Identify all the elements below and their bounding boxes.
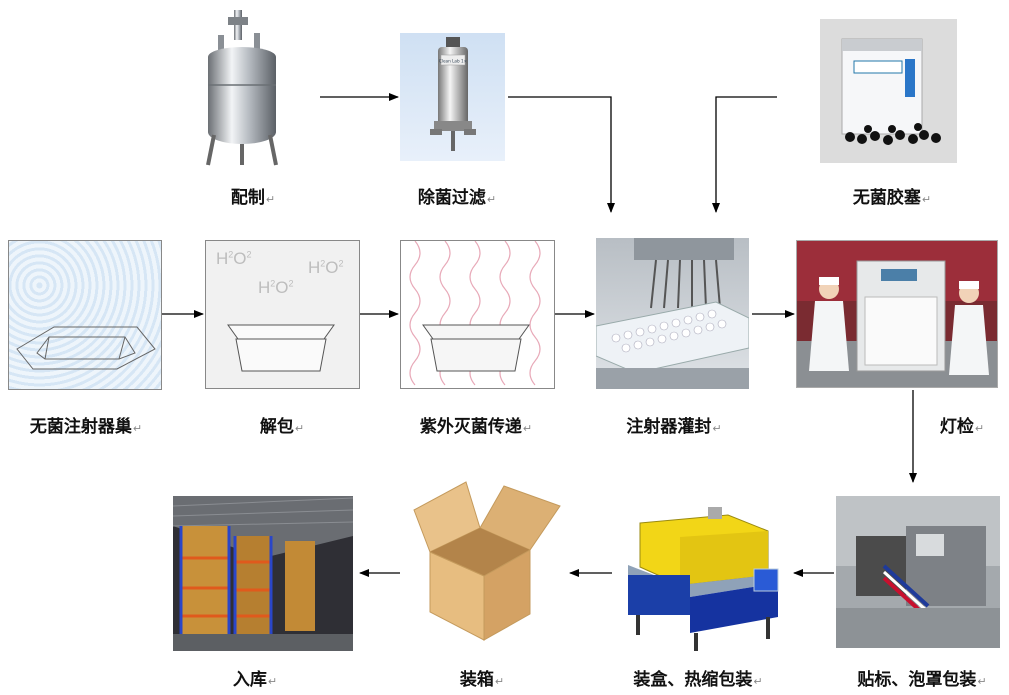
label-tiebiao: 贴标、泡罩包装↵	[857, 670, 987, 690]
sterile-filter-picture: Clean Lab 1×	[400, 33, 505, 161]
label-peizhi: 配制↵	[230, 188, 276, 208]
label-chujun: 除菌过滤↵	[417, 188, 497, 208]
unpack-picture: H2O2 H2O2 H2O2	[205, 240, 360, 389]
arrow-stopper-to-filling	[712, 96, 777, 213]
label-zhuanghe: 装盒、热缩包装↵	[633, 670, 763, 690]
blister-packing-picture	[836, 496, 1000, 648]
cardboard-box-picture	[402, 480, 570, 643]
label-ruku: 入库↵	[232, 670, 278, 690]
label-guanfeng: 注射器灌封↵	[626, 417, 722, 437]
label-zhuangxiang: 装箱↵	[459, 670, 505, 690]
arrow-filter-to-filling	[508, 96, 615, 213]
light-inspection-picture	[796, 240, 998, 388]
heat-shrink-machine-picture	[618, 505, 788, 653]
filter-sticker-text: Clean Lab 1×	[439, 59, 467, 64]
uv-sterilization-picture	[400, 240, 555, 389]
h2o2-text-3: H2O2	[258, 278, 294, 297]
syringe-nest-picture	[8, 240, 162, 390]
label-dengjian: 灯检↵	[939, 417, 985, 437]
label-jiaosai: 无菌胶塞↵	[852, 188, 932, 208]
warehouse-picture	[173, 496, 353, 651]
h2o2-text-2: H2O2	[308, 258, 344, 277]
h2o2-text-1: H2O2	[216, 249, 252, 268]
rubber-stopper-picture	[820, 19, 957, 163]
mixing-tank-picture	[200, 5, 290, 175]
label-ziwai: 紫外灭菌传递↵	[419, 417, 533, 437]
syringe-filling-picture	[596, 238, 749, 389]
label-jiebao: 解包↵	[259, 417, 305, 437]
label-zhusheqi-ji: 无菌注射器巢↵	[29, 417, 143, 437]
